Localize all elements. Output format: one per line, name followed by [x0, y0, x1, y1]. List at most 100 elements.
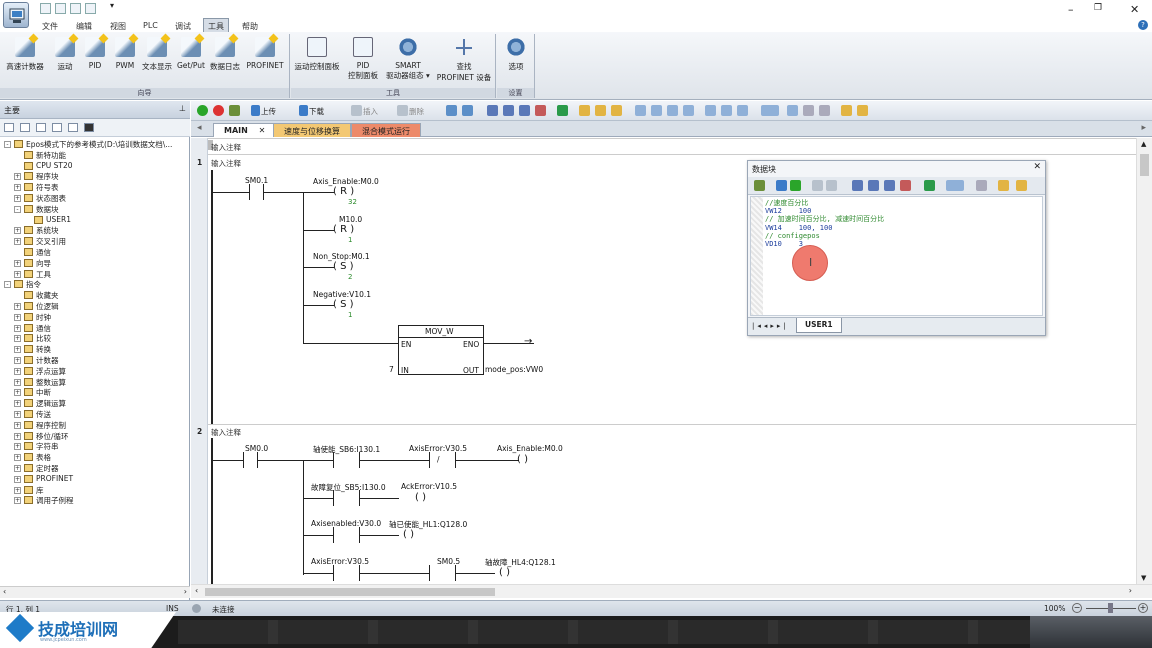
- tree-item[interactable]: 收藏夹: [0, 290, 190, 301]
- expand-icon[interactable]: +: [14, 173, 21, 181]
- close-window-icon[interactable]: ✕: [1130, 3, 1140, 16]
- wizard-pid-button[interactable]: PID: [80, 37, 110, 70]
- delete-button[interactable]: 删除: [409, 107, 424, 116]
- compile-icon[interactable]: [229, 105, 240, 116]
- tree-item[interactable]: +移位/循环: [0, 431, 190, 442]
- expand-icon[interactable]: +: [14, 324, 21, 332]
- insert-icon[interactable]: [812, 180, 823, 191]
- toolbar-icon[interactable]: [557, 105, 568, 116]
- tab-nav-icon[interactable]: |◂◂▸▸|: [752, 322, 789, 330]
- download-icon[interactable]: [299, 105, 308, 116]
- tab-user1[interactable]: USER1: [796, 318, 842, 333]
- wizard-datalog-button[interactable]: 数据日志: [208, 37, 242, 72]
- contact-address[interactable]: AxisError:V30.5: [409, 444, 468, 453]
- coil-address[interactable]: Axis_Enable:M0.0: [497, 444, 563, 453]
- expand-icon[interactable]: +: [14, 454, 21, 462]
- toolbar-icon[interactable]: [852, 180, 863, 191]
- toolbar-icon[interactable]: [900, 180, 911, 191]
- expand-icon[interactable]: +: [14, 303, 21, 310]
- tree-item[interactable]: -数据块: [0, 204, 190, 215]
- wizard-text-display-button[interactable]: 文本显示: [140, 37, 174, 72]
- coil-symbol[interactable]: ( R ): [333, 223, 355, 235]
- scroll-left-icon[interactable]: ‹: [3, 587, 7, 596]
- menu-plc[interactable]: PLC: [143, 21, 158, 30]
- expand-icon[interactable]: +: [14, 400, 21, 408]
- tree-item[interactable]: +通信: [0, 323, 190, 334]
- toolbar-icon[interactable]: [998, 180, 1009, 191]
- ladder-icon[interactable]: [667, 105, 678, 116]
- save-icon[interactable]: [70, 3, 81, 14]
- toolbar-icon[interactable]: [503, 105, 514, 116]
- pin-icon[interactable]: ⊥: [179, 104, 186, 113]
- expand-icon[interactable]: +: [14, 378, 21, 386]
- coil-symbol[interactable]: ( ): [517, 454, 528, 465]
- toolbar-icon[interactable]: [857, 105, 868, 116]
- contact-address[interactable]: 轴使能_SB6:I130.1: [313, 445, 381, 454]
- delete-icon[interactable]: [397, 105, 408, 116]
- wizard-profinet-button[interactable]: PROFINET: [244, 37, 286, 70]
- contact-icon[interactable]: [705, 105, 716, 116]
- expand-icon[interactable]: +: [14, 465, 21, 472]
- ladder-icon[interactable]: [635, 105, 646, 116]
- contact-symbol[interactable]: [333, 565, 334, 581]
- data-block-line[interactable]: VW12 100: [765, 207, 812, 216]
- new-icon[interactable]: [40, 3, 51, 14]
- download-button[interactable]: 下载: [309, 107, 324, 116]
- tree-item[interactable]: +计数器: [0, 355, 190, 366]
- status-icon[interactable]: [462, 105, 473, 116]
- expand-icon[interactable]: +: [14, 346, 21, 354]
- contact-symbol[interactable]: [429, 565, 430, 581]
- view-icon[interactable]: [4, 123, 14, 132]
- horizontal-scrollbar[interactable]: ‹ ›: [191, 584, 1152, 598]
- contact-address[interactable]: 故障复位_SB5:I130.0: [311, 483, 386, 492]
- tree-item[interactable]: +交叉引用: [0, 236, 190, 247]
- coil-address[interactable]: 轴故障_HL4:Q128.1: [485, 558, 556, 567]
- contact-symbol[interactable]: [429, 452, 430, 468]
- contact-address[interactable]: SM0.1: [245, 176, 269, 185]
- scroll-right-icon[interactable]: ›: [183, 587, 187, 596]
- out-operand[interactable]: mode_pos:VW0: [485, 365, 544, 374]
- toolbar-icon[interactable]: [868, 180, 879, 191]
- zoom-out-icon[interactable]: −: [1072, 603, 1082, 613]
- ladder-icon[interactable]: [651, 105, 662, 116]
- expand-icon[interactable]: +: [14, 475, 21, 483]
- contact-address[interactable]: Axisenabled:V30.0: [311, 519, 382, 528]
- wizard-getput-button[interactable]: Get/Put: [176, 37, 206, 70]
- restore-icon[interactable]: ❐: [1094, 3, 1103, 13]
- insert-button[interactable]: 插入: [363, 107, 378, 116]
- scroll-left-icon[interactable]: ‹: [195, 586, 199, 595]
- coil-symbol[interactable]: ( ): [415, 492, 426, 503]
- data-block-title-bar[interactable]: 数据块 ✕: [748, 161, 1045, 177]
- toolbar-icon[interactable]: [976, 180, 987, 191]
- scroll-down-icon[interactable]: ▼: [1141, 574, 1147, 582]
- toolbar-icon[interactable]: [803, 105, 814, 116]
- contact-address[interactable]: SM0.0: [245, 444, 269, 453]
- menu-view[interactable]: 视图: [110, 22, 126, 31]
- collapse-icon[interactable]: -: [4, 281, 11, 289]
- expand-icon[interactable]: +: [14, 411, 21, 418]
- data-block-line[interactable]: // configepos: [765, 231, 820, 240]
- tree-item[interactable]: +调用子例程: [0, 495, 190, 506]
- download-icon[interactable]: [790, 180, 801, 191]
- coil-address[interactable]: M10.0: [339, 214, 363, 224]
- run-icon[interactable]: [197, 105, 208, 116]
- tree-item[interactable]: +浮点运算: [0, 366, 190, 377]
- open-icon[interactable]: [55, 3, 66, 14]
- lock-icon[interactable]: [595, 105, 606, 116]
- expand-icon[interactable]: +: [14, 357, 21, 364]
- view-icon[interactable]: [68, 123, 78, 132]
- menu-tools[interactable]: 工具: [203, 18, 229, 32]
- network-comment[interactable]: 输入注释: [211, 159, 241, 168]
- scroll-thumb[interactable]: [205, 588, 495, 596]
- tree-item[interactable]: +表格: [0, 452, 190, 463]
- coil-address[interactable]: Non_Stop:M0.1: [313, 252, 370, 261]
- expand-icon[interactable]: +: [14, 259, 21, 267]
- expand-icon[interactable]: +: [14, 421, 21, 429]
- toolbar-icon[interactable]: [924, 180, 935, 191]
- qat-dropdown-icon[interactable]: ▾: [110, 1, 115, 10]
- expand-icon[interactable]: +: [14, 432, 21, 440]
- close-icon[interactable]: ✕: [1033, 162, 1041, 172]
- print-icon[interactable]: [85, 3, 96, 14]
- zoom-slider-thumb[interactable]: [1108, 603, 1113, 613]
- contact-symbol[interactable]: [333, 527, 334, 543]
